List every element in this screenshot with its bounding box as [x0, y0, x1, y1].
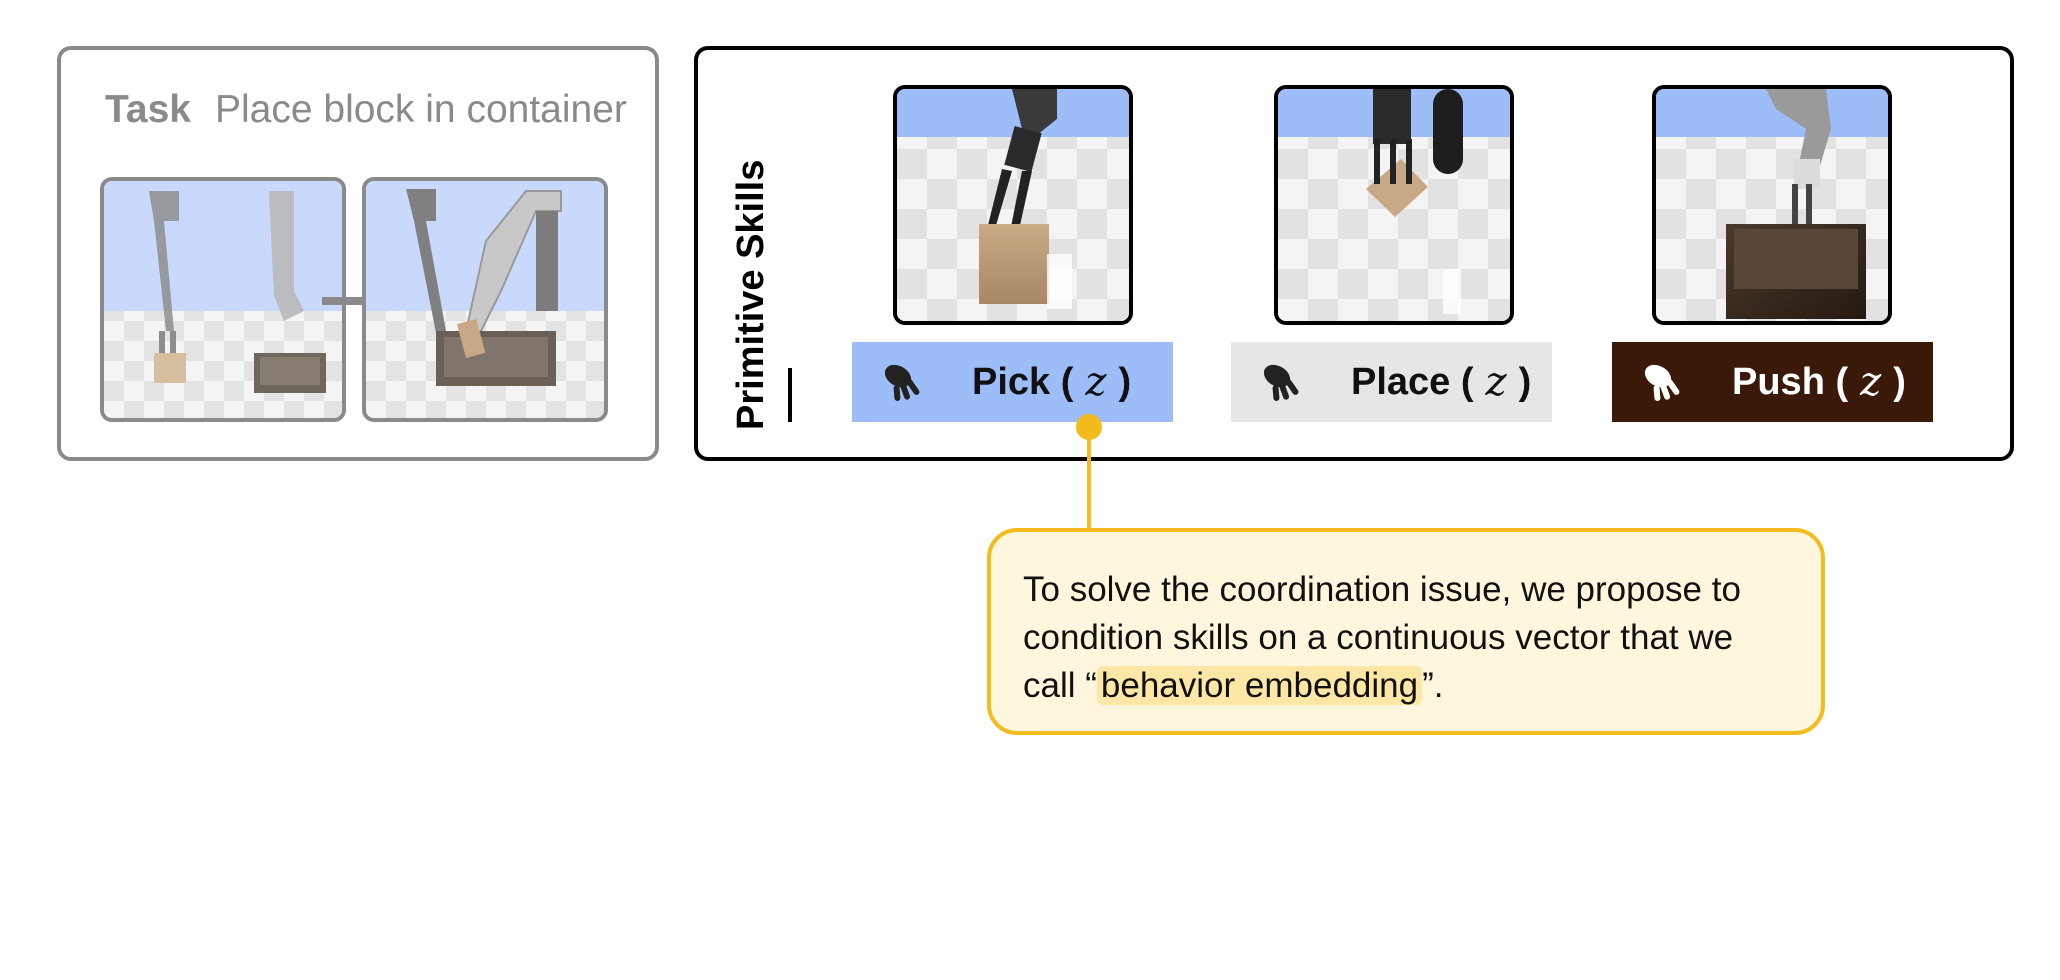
connector-line: [1087, 428, 1091, 530]
task-initial-scene: [100, 177, 346, 422]
task-label: Task: [105, 88, 191, 131]
pick-skill-variable: z: [1085, 359, 1107, 405]
callout-highlight: behavior embedding: [1096, 666, 1423, 705]
robot-hand-icon: [884, 364, 920, 401]
robot-hand-icon: [1263, 364, 1299, 401]
place-skill-button[interactable]: Place (z): [1231, 342, 1552, 422]
task-description: Place block in container: [215, 88, 627, 131]
callout-text-end: ”.: [1422, 666, 1444, 705]
callout-box: To solve the coordination issue, we prop…: [987, 528, 1825, 735]
pick-skill-button[interactable]: Pick (z): [852, 342, 1173, 422]
push-skill-button[interactable]: Push (z): [1612, 342, 1933, 422]
pick-scene: [893, 85, 1133, 325]
push-skill-label: Push: [1732, 360, 1825, 403]
place-scene: [1274, 85, 1514, 325]
pick-skill-label: Pick: [972, 360, 1051, 403]
robot-hand-icon: [1644, 364, 1680, 401]
task-goal-scene: [362, 177, 608, 422]
push-scene: [1652, 85, 1892, 325]
place-skill-variable: z: [1485, 359, 1507, 405]
place-skill-label: Place: [1351, 360, 1451, 403]
connector-dot: [1076, 414, 1102, 440]
push-skill-variable: z: [1860, 359, 1882, 405]
task-title: Task Place block in container: [105, 88, 627, 132]
primitive-skills-label: Primitive Skills: [730, 159, 772, 430]
callout-text: To solve the coordination issue, we prop…: [1023, 570, 1741, 705]
divider: [788, 368, 792, 422]
